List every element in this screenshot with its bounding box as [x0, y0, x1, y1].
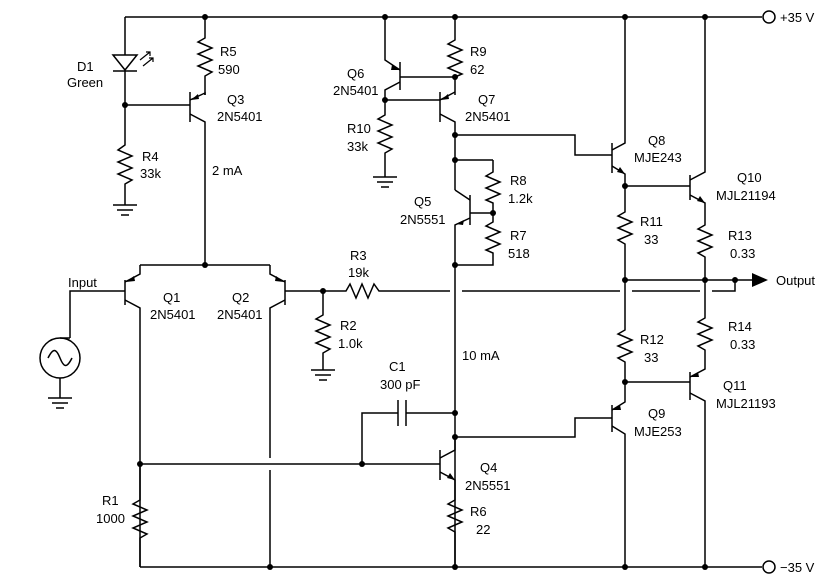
- q7-ref: Q7: [478, 92, 495, 107]
- c1-capacitor: [361, 400, 455, 464]
- c1-value: 300 pF: [380, 377, 421, 392]
- q4-transistor: [439, 437, 456, 490]
- negative-rail-label: −35 V: [780, 560, 815, 575]
- r1-resistor: [131, 464, 149, 567]
- r2-value: 1.0k: [338, 336, 363, 351]
- q10-part: MJL21194: [716, 188, 776, 203]
- q8-part: MJE243: [634, 150, 682, 165]
- q5-part: 2N5551: [400, 212, 446, 227]
- q5-ref: Q5: [414, 194, 431, 209]
- output-label: Output: [776, 273, 815, 288]
- r3-ref: R3: [350, 248, 367, 263]
- q2-transistor: [269, 265, 340, 567]
- q7-transistor: [385, 91, 456, 135]
- input-signal-source: [39, 337, 81, 409]
- r10-ref: R10: [347, 121, 371, 136]
- r8-resistor: [484, 160, 502, 213]
- r5-resistor: [196, 17, 214, 95]
- diff-pair-current: 2 mA: [212, 163, 243, 178]
- r9-value: 62: [470, 62, 484, 77]
- r12-ref: R12: [640, 332, 664, 347]
- r14-resistor: [696, 280, 714, 365]
- r2-ref: R2: [340, 318, 357, 333]
- r8-ref: R8: [510, 173, 527, 188]
- r12-resistor: [616, 300, 634, 382]
- r11-value: 33: [644, 232, 658, 247]
- r13-ref: R13: [728, 228, 752, 243]
- positive-rail: [125, 10, 776, 24]
- q11-ref: Q11: [723, 378, 747, 393]
- r4-value: 33k: [140, 166, 161, 181]
- q10-ref: Q10: [737, 170, 762, 185]
- q9-ref: Q9: [648, 406, 665, 421]
- r9-ref: R9: [470, 44, 487, 59]
- q1-part: 2N5401: [150, 307, 196, 322]
- r13-value: 0.33: [730, 246, 755, 261]
- r11-resistor: [616, 186, 634, 280]
- q10-transistor: [689, 17, 706, 215]
- r6-value: 22: [476, 522, 490, 537]
- negative-rail: [140, 560, 776, 574]
- r11-ref: R11: [640, 214, 663, 229]
- positive-rail-label: +35 V: [780, 10, 815, 25]
- r6-resistor: [446, 490, 464, 567]
- r1-value: 1000: [96, 511, 125, 526]
- r5-value: 590: [218, 62, 240, 77]
- q11-part: MJL21193: [716, 396, 776, 411]
- q11-transistor: [689, 365, 706, 567]
- q3-transistor: [175, 91, 206, 265]
- q4-ref: Q4: [480, 460, 497, 475]
- r14-ref: R14: [728, 319, 752, 334]
- r10-value: 33k: [347, 139, 368, 154]
- q7-part: 2N5401: [465, 109, 511, 124]
- r7-resistor: [455, 213, 502, 266]
- q2-ref: Q2: [232, 290, 249, 305]
- r12-value: 33: [644, 350, 658, 365]
- q5-transistor: [454, 189, 493, 565]
- q8-transistor: [600, 17, 626, 186]
- r3-resistor: [340, 282, 700, 300]
- q8-ref: Q8: [648, 133, 665, 148]
- d1-value: Green: [67, 75, 103, 90]
- r3-value: 19k: [348, 265, 369, 280]
- q9-transistor: [600, 382, 626, 567]
- q4-part: 2N5551: [465, 478, 511, 493]
- r4-resistor: [113, 105, 137, 216]
- q3-ref: Q3: [227, 92, 244, 107]
- vas-current: 10 mA: [462, 348, 500, 363]
- d1-led: [111, 17, 154, 105]
- d1-ref: D1: [77, 59, 94, 74]
- r14-value: 0.33: [730, 337, 755, 352]
- r8-value: 1.2k: [508, 191, 533, 206]
- q6-transistor: [384, 17, 455, 100]
- q9-part: MJE253: [634, 424, 682, 439]
- r7-value: 518: [508, 246, 530, 261]
- input-label: Input: [68, 275, 97, 290]
- q2-part: 2N5401: [217, 307, 263, 322]
- r13-resistor: [696, 215, 714, 280]
- q3-part: 2N5401: [217, 109, 263, 124]
- r10-resistor: [373, 100, 397, 188]
- r7-ref: R7: [510, 228, 527, 243]
- r5-ref: R5: [220, 44, 237, 59]
- r6-ref: R6: [470, 504, 487, 519]
- q6-ref: Q6: [347, 66, 364, 81]
- r4-ref: R4: [142, 149, 159, 164]
- r2-resistor: [311, 291, 335, 381]
- q1-ref: Q1: [163, 290, 180, 305]
- r1-ref: R1: [102, 493, 119, 508]
- r9-resistor: [446, 17, 464, 95]
- c1-ref: C1: [389, 359, 406, 374]
- q6-part: 2N5401: [333, 83, 379, 98]
